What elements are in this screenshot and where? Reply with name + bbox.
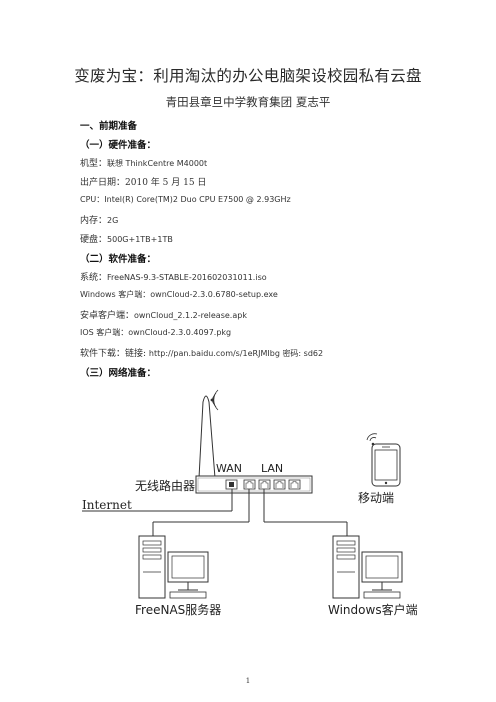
router-label: 无线路由器 [135, 478, 195, 493]
sw-android-line: 安卓客户端：ownCloud_2.1.2-release.apk [80, 308, 247, 321]
hw-disk-line: 硬盘：500G+1TB+1TB [80, 232, 173, 245]
sw-download-link[interactable]: http://pan.baidu.com/s/1eRJMIbg 密码: sd62 [148, 349, 324, 358]
software-heading: （二）软件准备： [80, 254, 157, 265]
internet-label: Internet [82, 498, 132, 512]
wan-label: WAN [216, 462, 242, 475]
hw-cpu-line: CPU：Intel(R) Core(TM)2 Duo CPU E7500 @ 2… [80, 194, 291, 205]
sw-ios-label: IOS 客户端： [80, 328, 129, 337]
sw-windows-line: Windows 客户端：ownCloud-2.3.0.6780-setup.ex… [80, 289, 278, 300]
sw-android-value: ownCloud_2.1.2-release.apk [134, 311, 247, 320]
client-label: Windows客户端 [328, 602, 418, 617]
sw-system-value: FreeNAS-9.3-STABLE-201602031011.iso [107, 273, 267, 282]
wan-port [225, 479, 238, 490]
hardware-heading: （一）硬件准备： [80, 140, 157, 151]
network-heading: （三）网络准备： [80, 368, 157, 379]
sw-download-line: 软件下载：链接: http://pan.baidu.com/s/1eRJMIbg… [80, 346, 323, 359]
hw-model-value: 联想 ThinkCentre M4000t [107, 159, 208, 168]
sw-system-label: 系统： [80, 273, 108, 283]
sw-system-line: 系统：FreeNAS-9.3-STABLE-201602031011.iso [80, 270, 267, 283]
lan-label: LAN [261, 462, 283, 475]
router-antenna [198, 389, 219, 479]
sw-windows-value: ownCloud-2.3.0.6780-setup.exe [150, 290, 278, 299]
lan-port-1 [243, 479, 256, 490]
hw-ram-value: 2G [107, 216, 119, 225]
hw-date-line: 出产日期：2010 年 5 月 15 日 [80, 175, 206, 188]
section-heading-preparation: 一、前期准备 [80, 121, 138, 132]
sw-windows-label: Windows 客户端： [80, 290, 151, 299]
hw-date-value: 2010 年 5 月 15 日 [125, 178, 207, 188]
hw-cpu-value: Intel(R) Core(TM)2 Duo CPU E7500 @ 2.93G… [104, 195, 291, 204]
client-computer-icon [332, 535, 403, 599]
mobile-label: 移动端 [358, 491, 394, 505]
lan-port-2 [258, 479, 271, 490]
server-label: FreeNAS服务器 [135, 602, 221, 617]
lan-port-3 [273, 479, 286, 490]
page-number: 1 [245, 677, 251, 685]
hw-model-label: 机型： [80, 159, 108, 169]
hw-disk-label: 硬盘： [80, 235, 108, 245]
hw-cpu-label: CPU： [80, 195, 105, 204]
sw-download-label: 软件下载：链接: [80, 349, 149, 359]
hw-date-label: 出产日期： [80, 178, 126, 188]
mobile-phone-icon [366, 433, 401, 487]
server-computer-icon [138, 535, 209, 599]
document-author: 青田县章旦中学教育集团 夏志平 [165, 95, 331, 109]
lan-port-4 [288, 479, 301, 490]
hw-ram-label: 内存： [80, 216, 108, 226]
sw-ios-value: ownCloud-2.3.0.4097.pkg [128, 328, 232, 337]
document-title: 变废为宝：利用淘汰的办公电脑架设校园私有云盘 [74, 67, 422, 85]
wireless-router [195, 475, 313, 494]
sw-android-label: 安卓客户端： [80, 311, 135, 321]
sw-ios-line: IOS 客户端：ownCloud-2.3.0.4097.pkg [80, 327, 231, 338]
hw-ram-line: 内存：2G [80, 213, 118, 226]
hw-disk-value: 500G+1TB+1TB [107, 235, 173, 244]
hw-model-line: 机型：联想 ThinkCentre M4000t [80, 156, 207, 169]
